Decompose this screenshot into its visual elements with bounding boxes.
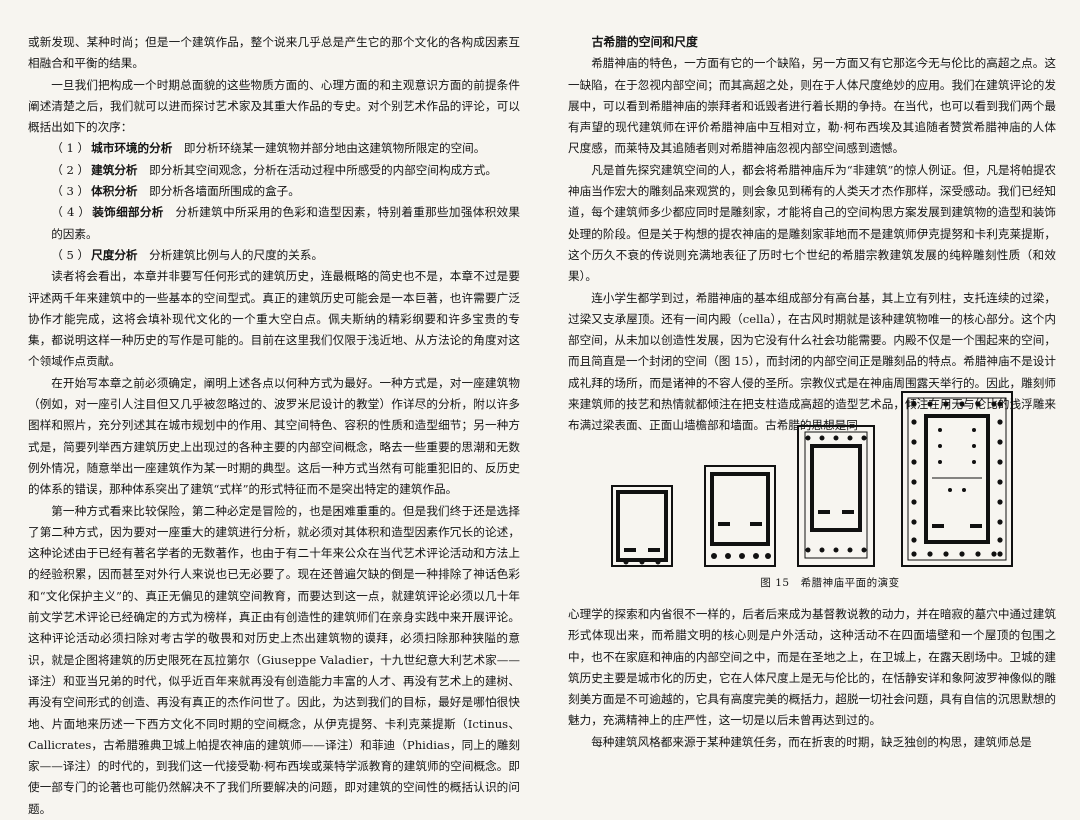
temple-plan-4: [901, 391, 1013, 567]
section-title: 古希腊的空间和尺度: [591, 35, 698, 49]
paragraph: 希腊神庙的特色，一方面有它的一个缺陷，另一方面又有它那迄今无与伦比的高超之点。这…: [568, 56, 1056, 156]
list-desc: 分析建筑比例与人的尺度的关系。: [149, 247, 324, 262]
temple-plan-2: [704, 465, 776, 567]
right-page-text-bottom: 心理学的探索和内省很不一样的，后者后来成为基督教说教的动力，并在暗寂的墓穴中通过…: [568, 604, 1056, 753]
book-spread: 或新发现、某种时尚；但是一个建筑作品，整个说来几乎总是产生它的那个文化的各构成因…: [28, 32, 1060, 816]
figure-caption: 图 15 希腊神庙平面的演变: [760, 577, 900, 589]
paragraph: 或新发现、某种时尚；但是一个建筑作品，整个说来几乎总是产生它的那个文化的各构成因…: [28, 35, 520, 71]
right-page-text-top: 古希腊的空间和尺度 希腊神庙的特色，一方面有它的一个缺陷，另一方面又有它那迄今无…: [568, 32, 1056, 437]
list-term: 体积分析: [91, 184, 138, 199]
list-item: （ 2 ）建筑分析 即分析其空间观念，分析在活动过程中所感受的内部空间构成方式。: [28, 160, 520, 181]
paragraph: 读者将会看出，本章并非要写任何形式的建筑历史，连最概略的简史也不是，本章不过是要…: [28, 269, 520, 369]
list-term: 城市环境的分析: [91, 141, 173, 156]
temple-plans-illustration: [611, 391, 1013, 567]
list-item: （ 1 ）城市环境的分析 即分析环绕某一建筑物并部分地由这建筑物所限定的空间。: [28, 138, 520, 159]
temple-plan-3: [797, 425, 875, 567]
list-number: （ 3 ）: [51, 184, 90, 199]
list-term: 尺度分析: [91, 247, 138, 262]
paragraph: 心理学的探索和内省很不一样的，后者后来成为基督教说教的动力，并在暗寂的墓穴中通过…: [568, 607, 1056, 728]
list-number: （ 5 ）: [51, 247, 90, 262]
paragraph: 每种建筑风格都来源于某种建筑任务，而在折衷的时期，缺乏独创的构思，建筑师总是: [591, 734, 1032, 749]
list-desc: 即分析其空间观念，分析在活动过程中所感受的内部空间构成方式。: [149, 162, 497, 177]
temple-plan-1: [611, 485, 673, 567]
figure-15: 图 15 希腊神庙平面的演变: [600, 390, 1060, 590]
list-desc: 即分析环绕某一建筑物并部分地由这建筑物所限定的空间。: [183, 141, 486, 156]
list-term: 装饰细部分析: [92, 205, 164, 220]
list-number: （ 1 ）: [51, 141, 90, 156]
paragraph: 第一种方式看来比较保险，第二种必定是冒险的，也是困难重重的。但是我们终于还是选择…: [28, 503, 520, 816]
paragraph: 凡是首先探究建筑空间的人，都会将希腊神庙斥为“非建筑”的惊人例证。但，凡是将帕提…: [568, 162, 1056, 284]
list-term: 建筑分析: [91, 162, 138, 177]
list-item: （ 4 ）装饰细部分析 分析建筑中所采用的色彩和造型因素，特别着重那些加强体积效…: [28, 202, 520, 245]
left-page-text: 或新发现、某种时尚；但是一个建筑作品，整个说来几乎总是产生它的那个文化的各构成因…: [28, 32, 520, 820]
list-number: （ 4 ）: [51, 205, 91, 220]
list-item: （ 5 ）尺度分析 分析建筑比例与人的尺度的关系。: [28, 245, 520, 266]
list-desc: 分析建筑中所采用的色彩和造型因素，特别着重那些加强体积效果的因素。: [51, 205, 520, 241]
paragraph: 一旦我们把构成一个时期总面貌的这些物质方面的、心理方面的和主观意识方面的前提条件…: [28, 77, 520, 135]
paragraph: 在开始写本章之前必须确定，阐明上述各点以何种方式为最好。一种方式是，对一座建筑物…: [28, 375, 520, 497]
paragraph: 连小学生都学到过，希腊神庙的基本组成部分有高台基，其上立有列柱，支托连续的过梁，…: [568, 290, 1056, 433]
list-number: （ 2 ）: [51, 162, 90, 177]
list-item: （ 3 ）体积分析 即分析各墙面所围成的盒子。: [28, 181, 520, 202]
list-desc: 即分析各墙面所围成的盒子。: [149, 184, 300, 199]
